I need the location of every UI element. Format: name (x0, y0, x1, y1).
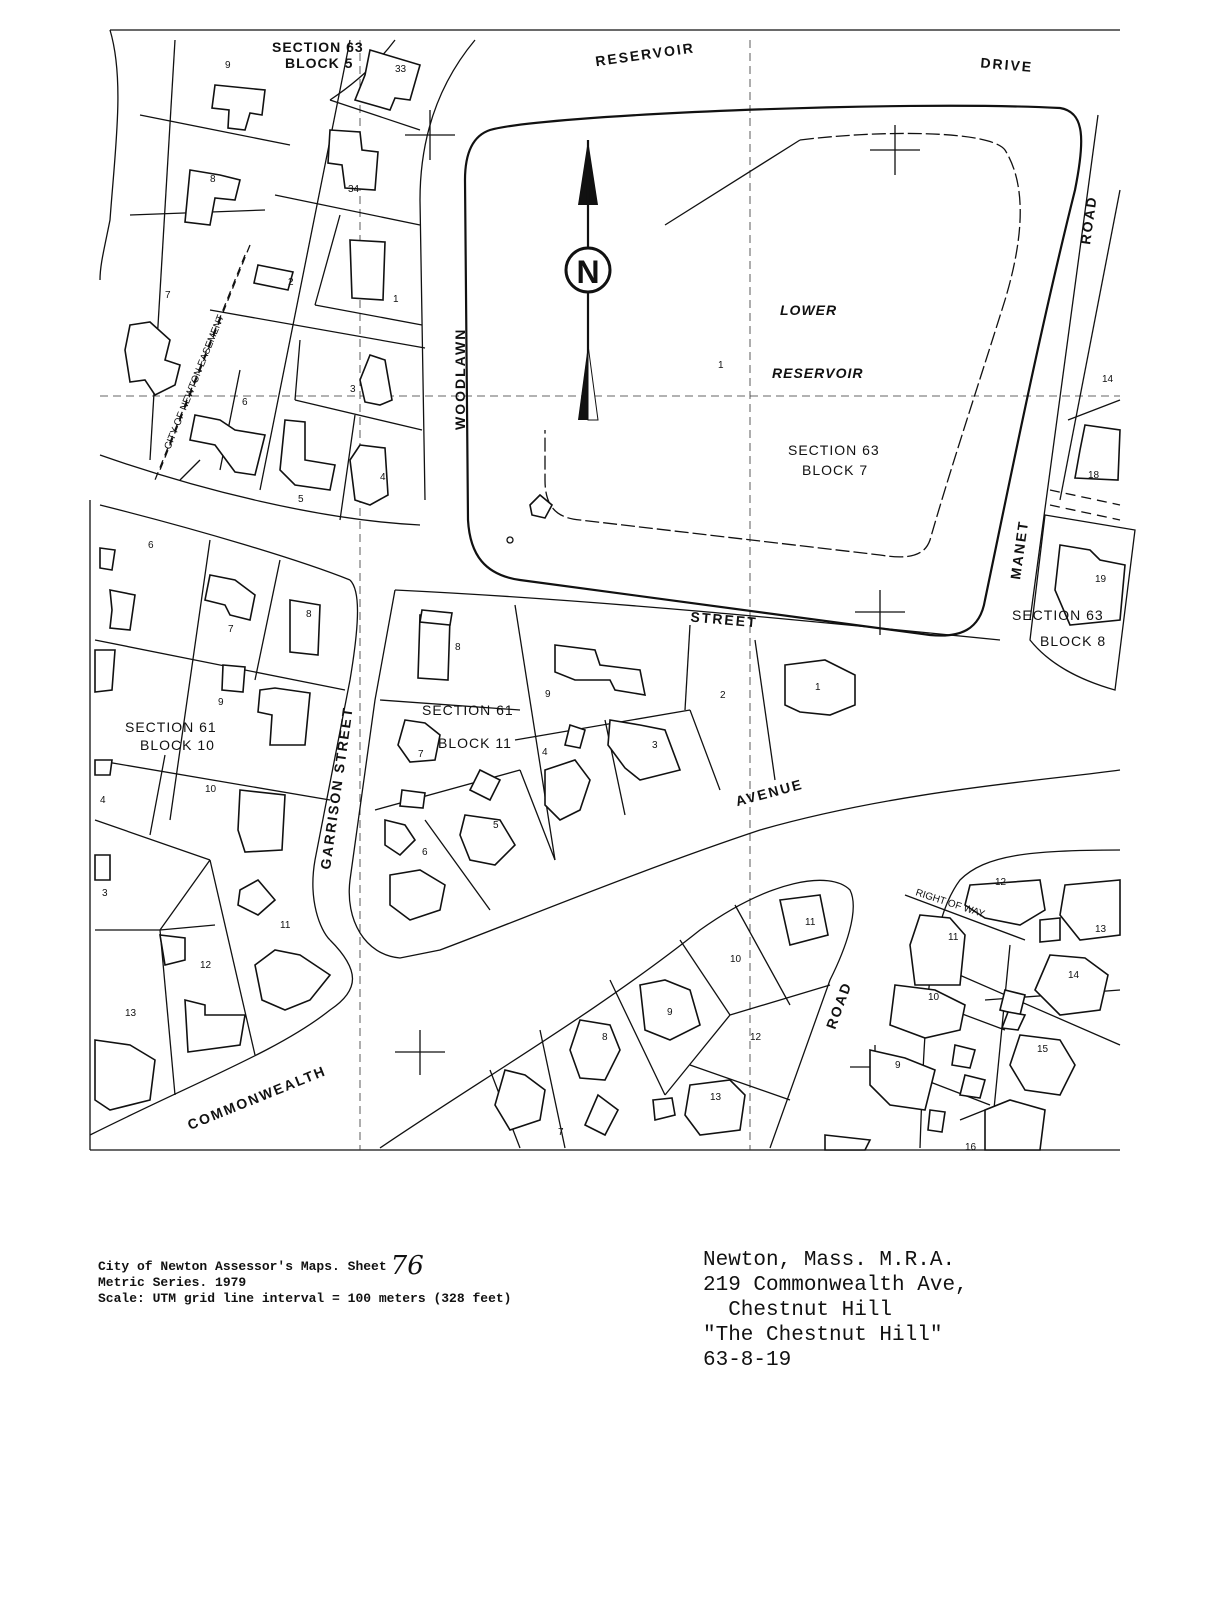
lot-number: 3 (102, 888, 108, 899)
lot-number: 13 (125, 1008, 137, 1019)
lot-number: 7 (165, 290, 171, 301)
caption-line-3: Scale: UTM grid line interval = 100 mete… (98, 1291, 512, 1306)
lot-number: 14 (1102, 374, 1114, 385)
property-line-5: 63-8-19 (703, 1349, 792, 1372)
lot-numbers: 9 33 8 34 7 2 1 6 3 5 4 1 14 18 19 6 7 8… (100, 60, 1114, 1153)
lot-number: 3 (350, 384, 356, 395)
label-s63b8-line1: SECTION 63 (1012, 607, 1104, 623)
label-lower: LOWER (780, 302, 837, 318)
lot-number: 12 (200, 960, 212, 971)
lot-number: 1 (815, 682, 821, 693)
label-reservoir: RESERVOIR (772, 365, 863, 381)
lot-number: 4 (380, 472, 386, 483)
lot-number: 14 (1068, 970, 1080, 981)
lot-number: 19 (1095, 574, 1107, 585)
lot-number: 9 (895, 1060, 901, 1071)
lower-reservoir (463, 104, 1083, 637)
lot-number: 7 (558, 1127, 564, 1138)
lot-number: 13 (1095, 924, 1107, 935)
lot-number: 2 (288, 277, 294, 288)
lot-number: 16 (965, 1142, 977, 1153)
map-frame (89, 29, 1120, 1151)
property-line-2: 219 Commonwealth Ave, (703, 1274, 968, 1297)
label-s63b5-line1: SECTION 63 (272, 39, 364, 55)
label-s61b10-line2: BLOCK 10 (140, 737, 215, 753)
street-edges (89, 39, 1121, 1149)
lot-number: 1 (718, 360, 724, 371)
lot-number: 2 (720, 690, 726, 701)
lot-number: 1 (393, 294, 399, 305)
lot-number: 33 (395, 64, 407, 75)
lot-number: 4 (542, 747, 548, 758)
lot-number: 11 (280, 920, 291, 931)
lot-number: 18 (1088, 470, 1100, 481)
buildings (94, 48, 1126, 1151)
lot-number: 12 (750, 1032, 762, 1043)
lot-number: 8 (455, 642, 461, 653)
south-lots (489, 904, 831, 1149)
label-reservoir-street: RESERVOIR (594, 39, 695, 69)
block8-lots (1029, 399, 1136, 691)
label-s63b5-line2: BLOCK 5 (285, 55, 353, 71)
lot-number: 9 (667, 1007, 673, 1018)
label-s63b7-line2: BLOCK 7 (802, 462, 868, 478)
property-caption: Newton, Mass. M.R.A. 219 Commonwealth Av… (703, 1248, 968, 1373)
label-commonwealth: COMMONWEALTH (185, 1062, 328, 1132)
caption-line-2: Metric Series. 1979 (98, 1275, 247, 1290)
lot-number: 6 (242, 397, 248, 408)
sheet-number: 76 (390, 1251, 424, 1281)
lot-number: 3 (652, 740, 658, 751)
label-manet: MANET (1007, 519, 1031, 580)
label-drive: DRIVE (980, 54, 1034, 75)
lot-number: 10 (928, 992, 940, 1003)
lot-number: 9 (545, 689, 551, 700)
lot-number: 34 (348, 184, 360, 195)
label-s61b10-line1: SECTION 61 (125, 719, 217, 735)
property-line-3: Chestnut Hill (703, 1299, 893, 1322)
label-s61b11-line2: BLOCK 11 (438, 735, 512, 751)
lot-number: 9 (225, 60, 231, 71)
lot-number: 10 (205, 784, 217, 795)
label-street: STREET (690, 609, 758, 631)
label-garrison-street: GARRISON STREET (317, 705, 356, 870)
lot-number: 4 (100, 795, 106, 806)
property-line-1: Newton, Mass. M.R.A. (703, 1249, 956, 1272)
lot-number: 8 (602, 1032, 608, 1043)
area-labels: LOWER RESERVOIR SECTION 63 BLOCK 5 SECTI… (125, 39, 1106, 753)
label-s63b7-line1: SECTION 63 (788, 442, 880, 458)
lot-number: 8 (306, 609, 312, 620)
easement-lines (154, 244, 251, 481)
lot-number: 12 (995, 877, 1007, 888)
assessor-map: N RESERVOIR DRIVE WOODLAWN ROAD MANET ST… (89, 29, 1136, 1153)
lot-number: 11 (805, 917, 816, 928)
north-arrow: N (564, 140, 612, 421)
lot-number: 6 (148, 540, 154, 551)
label-woodlawn: WOODLAWN (452, 328, 468, 430)
lot-number: 5 (298, 494, 304, 505)
lot-number: 8 (210, 174, 216, 185)
label-s63b8-line2: BLOCK 8 (1040, 633, 1106, 649)
lot-number: 7 (228, 624, 234, 635)
lot-number: 13 (710, 1092, 722, 1103)
lot-number: 10 (730, 954, 742, 965)
lot-number: 6 (422, 847, 428, 858)
lot-number: 11 (948, 932, 959, 943)
north-symbol: N (576, 254, 599, 290)
lot-number: 9 (218, 697, 224, 708)
block10-lots (94, 539, 346, 1096)
lot-number: 5 (493, 820, 499, 831)
grid-crosses (395, 110, 920, 1090)
label-s61b11-line1: SECTION 61 (422, 702, 514, 718)
property-line-4: "The Chestnut Hill" (703, 1324, 943, 1347)
lot-number: 15 (1037, 1044, 1049, 1055)
label-road-upper: ROAD (1077, 194, 1100, 245)
utm-grid (100, 40, 1120, 1150)
label-avenue: AVENUE (734, 776, 805, 809)
lot-number: 7 (418, 749, 424, 760)
